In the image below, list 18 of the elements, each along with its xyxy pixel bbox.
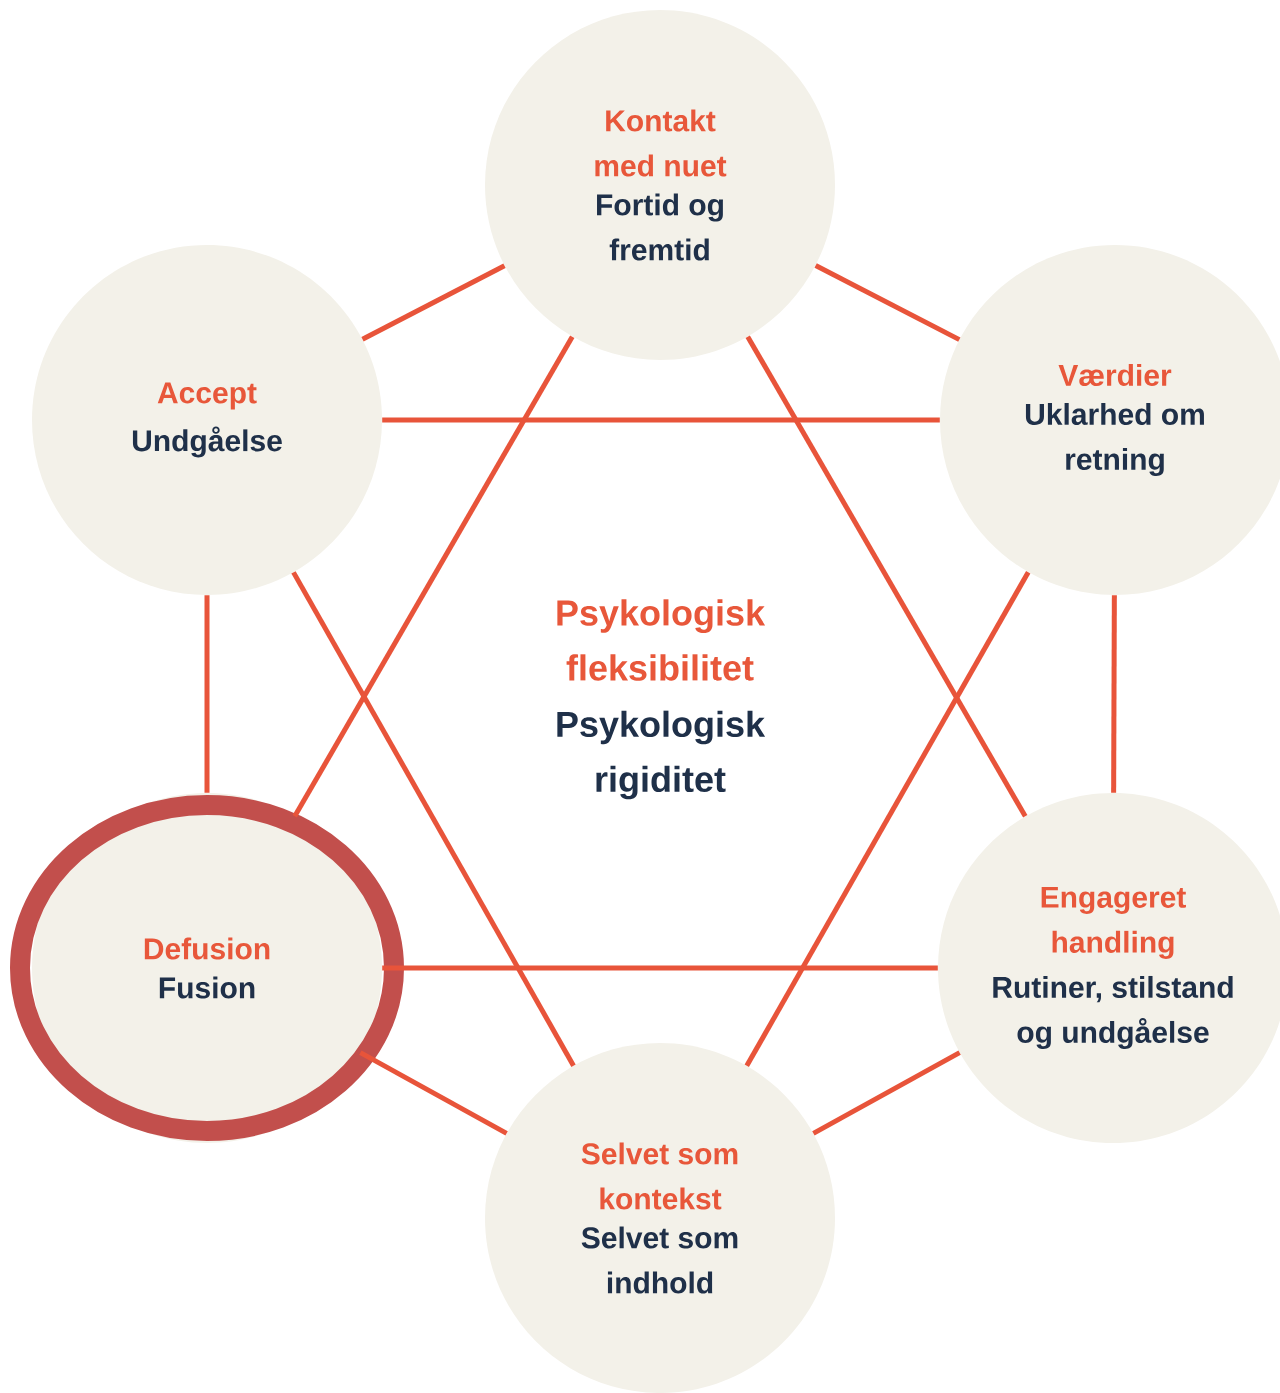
connector-line [204, 595, 210, 793]
connector-line [745, 335, 1028, 818]
circle-node: Defusion Fusion [32, 793, 382, 1143]
connector-line [361, 263, 506, 342]
connector-line [292, 335, 575, 818]
connector-line [744, 570, 1031, 1068]
connector-line [359, 1050, 508, 1136]
connector-line [291, 571, 576, 1067]
connector-line [814, 263, 961, 342]
connector-line [382, 965, 938, 971]
circle-node: Kontakt med nuet Fortid og fremtid [485, 10, 835, 360]
center-label: Psykologisk rigiditet [557, 710, 766, 800]
center-label: Psykologisk fleksibilitet [557, 599, 766, 681]
connector-line [812, 1050, 961, 1136]
connector-line [382, 417, 940, 423]
circle-node: Selvet som kontekst Selvet som indhold [485, 1043, 835, 1393]
connector-line [1111, 595, 1117, 793]
circle-node: Accept Undgåelse [32, 245, 382, 595]
